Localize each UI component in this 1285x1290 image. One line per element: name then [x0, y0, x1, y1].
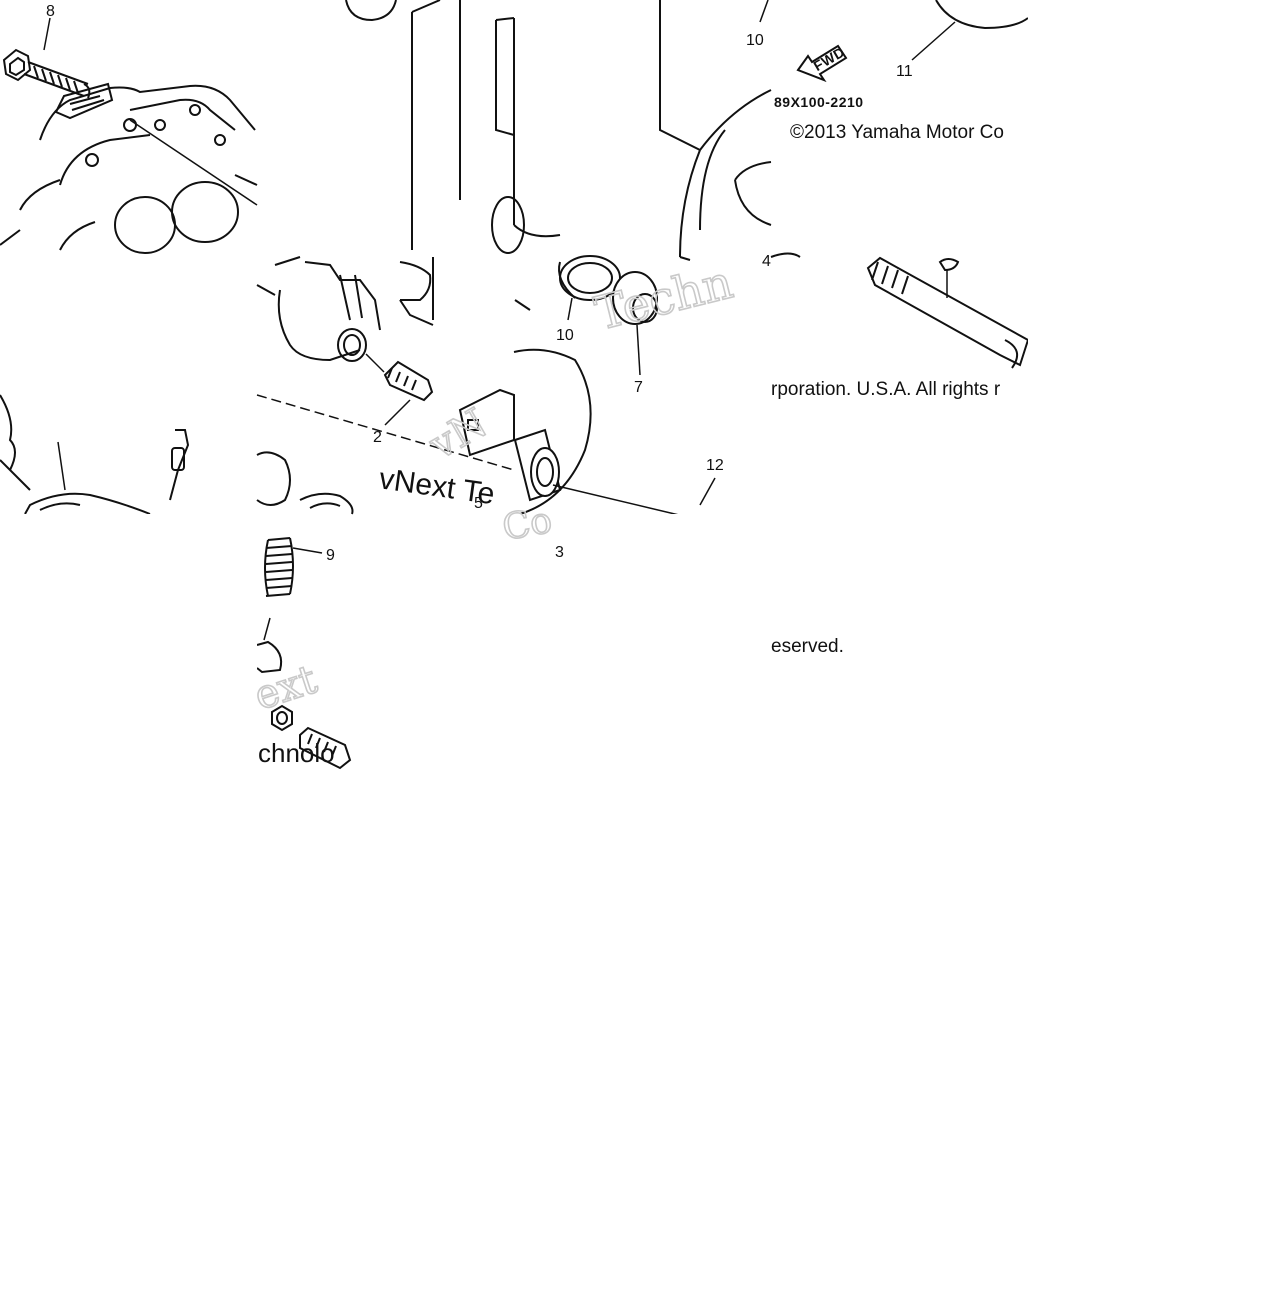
- seal-7: [612, 271, 658, 325]
- piston-rings-left: [256, 451, 354, 515]
- leader-10-top: [759, 0, 769, 23]
- pad-5: [458, 388, 515, 457]
- watermark-fragment-4: chnolo: [258, 738, 335, 768]
- brake-disk: [513, 256, 691, 515]
- callout-9: 9: [326, 547, 335, 564]
- slide-pin-2: [383, 360, 434, 402]
- callout-3: 3: [555, 544, 564, 561]
- blank-tile-right-mid: [771, 514, 1028, 771]
- caliper-body-upper: [0, 82, 258, 254]
- leader-2: [384, 399, 411, 426]
- pulley-disk: [699, 0, 1029, 151]
- leader-10: [567, 297, 573, 321]
- callout-5: 5: [474, 495, 483, 512]
- assembly-axis-line: [129, 119, 258, 206]
- copyright-line-1: ©2013 Yamaha Motor Co: [790, 122, 1004, 143]
- callout-8: 8: [46, 3, 55, 20]
- axis-line-pin: [365, 353, 385, 373]
- copyright-line-3: eserved.: [771, 636, 844, 657]
- callout-11: 11: [896, 63, 913, 80]
- callout-10: 10: [556, 327, 574, 344]
- leader-12: [699, 477, 716, 506]
- key-clip: [938, 258, 960, 272]
- callout-labels: 8 10 11 10 7 2 5 12 3 9 4: [46, 3, 913, 564]
- blank-area-bottom: [0, 771, 1285, 1285]
- leader-clip-lower: [263, 617, 271, 641]
- leader-8: [43, 17, 51, 51]
- shaft: [866, 256, 1030, 369]
- clip-lower: [256, 640, 283, 674]
- bolt-8: [2, 48, 91, 99]
- callout-12: 12: [706, 457, 724, 474]
- brake-caliper-assembly: [256, 256, 434, 362]
- blank-tile-left: [0, 514, 257, 771]
- bolt-bleed: [299, 726, 352, 770]
- callout-2: 2: [373, 429, 382, 446]
- callout-4: 4: [762, 253, 771, 270]
- housing-outline-top: [345, 0, 525, 254]
- sleeve-3: [513, 428, 562, 502]
- leader-11: [911, 21, 956, 61]
- blank-tile-right: [1028, 0, 1285, 771]
- leader-1: [57, 441, 66, 491]
- disk-edge: [770, 252, 801, 258]
- leader-9: [292, 547, 323, 554]
- callout-7: 7: [634, 379, 643, 396]
- spring-9: [264, 537, 294, 597]
- blank-tile-middle: [355, 514, 770, 771]
- copyright-line-2: rporation. U.S.A. All rights r: [771, 379, 1001, 400]
- caliper-body-lower: [0, 394, 190, 515]
- nut: [271, 704, 293, 732]
- watermark-fragment-6: Co: [499, 500, 555, 549]
- callout-10-top: 10: [746, 32, 764, 49]
- housing-outline-right: [513, 0, 772, 258]
- leader-7: [636, 324, 641, 376]
- fwd-arrow-icon: FWD: [796, 44, 847, 83]
- diagram-code: 89X100-2210: [774, 94, 864, 110]
